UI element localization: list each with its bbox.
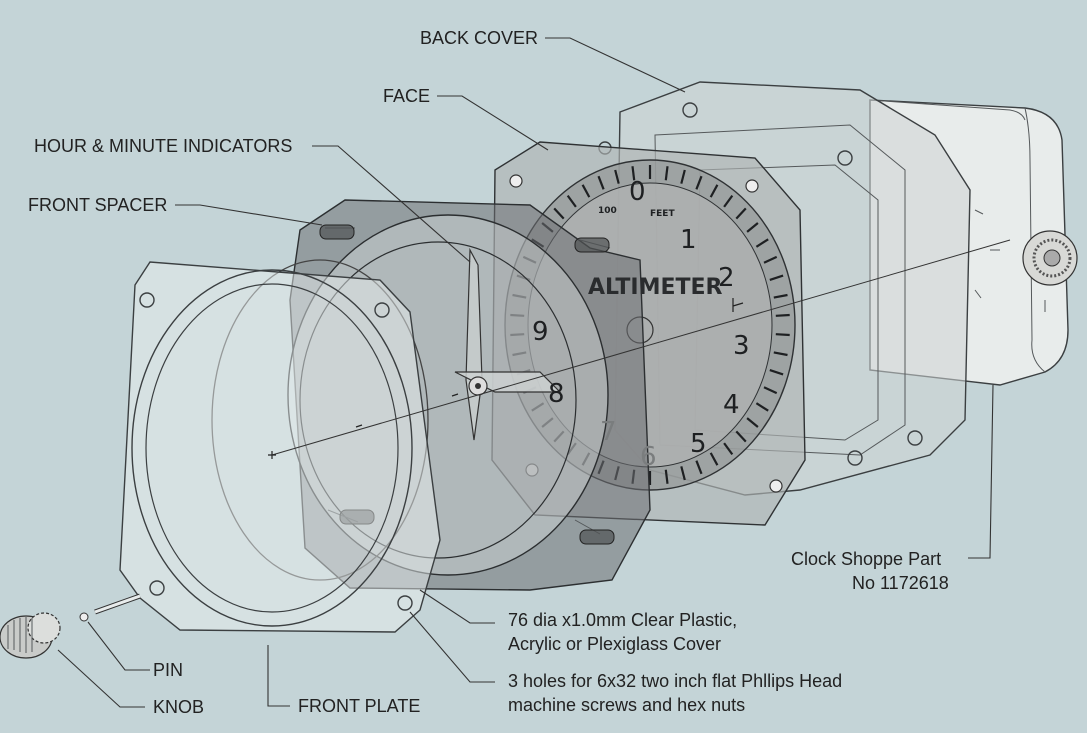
dial-tick (775, 313, 790, 317)
dial-numeral-0: 0 (629, 177, 646, 207)
dial-tick (773, 293, 788, 299)
movement-gear (1022, 230, 1078, 286)
dial-unit-right: FEET (650, 209, 675, 219)
label-holes-spec: 3 holes for 6x32 two inch flat Phllips H… (508, 669, 842, 717)
label-knob: KNOB (153, 697, 205, 717)
label-cover-spec: 76 dia x1.0mm Clear Plastic, Acrylic or … (508, 608, 737, 656)
dial-tick (755, 238, 769, 248)
label-hour-minute-indicators: HOUR & MINUTE INDICATORS (34, 136, 293, 156)
dial-numeral-9: 9 (532, 317, 549, 347)
dial-tick (763, 386, 778, 395)
dial-tick (723, 442, 734, 456)
dial-unit-left: 100 (598, 206, 617, 216)
dial-tick (755, 402, 769, 412)
dial-tick (680, 169, 686, 184)
dial-tick (695, 460, 703, 475)
dial-tick (566, 194, 577, 208)
dial-tick (723, 194, 734, 208)
leader-lines (57, 37, 994, 708)
dial-numeral-4: 4 (723, 390, 740, 420)
dial-numeral-5: 5 (690, 429, 707, 459)
dial-tick (664, 166, 669, 181)
label-front-spacer: FRONT SPACER (28, 195, 168, 215)
dial-tick (763, 255, 778, 264)
label-part-line1: Clock Shoppe Part (791, 549, 942, 569)
dial-tick (709, 452, 719, 466)
dial-numeral-3: 3 (733, 331, 750, 361)
label-pin: PIN (153, 660, 184, 680)
label-face: FACE (383, 86, 431, 106)
label-cover-line2: Acrylic or Plexiglass Cover (508, 634, 722, 654)
label-front-plate: FRONT PLATE (298, 696, 421, 716)
dial-numeral-1: 1 (680, 225, 697, 255)
front-plate (119, 261, 441, 633)
label-part-line2: No 1172618 (852, 573, 949, 593)
dial-tick (746, 417, 759, 428)
dial-tick (631, 166, 636, 181)
dial-tick (597, 175, 605, 190)
dial-numeral-7: 7 (600, 417, 617, 447)
dial-tick (695, 175, 703, 190)
dial-tick (553, 207, 565, 220)
dial-tick (769, 274, 784, 281)
dial-numeral-8: 8 (548, 379, 565, 409)
knob (0, 612, 61, 659)
label-cover-line1: 76 dia x1.0mm Clear Plastic, (508, 610, 738, 630)
hour-minute-hands (454, 247, 562, 441)
dial-tick (773, 351, 788, 357)
dial-numeral-2: 2 (718, 263, 735, 293)
label-holes-line1: 3 holes for 6x32 two inch flat Phllips H… (508, 671, 843, 691)
assembly-axis (271, 239, 1011, 456)
dial-numeral-6: 6 (640, 442, 657, 472)
dial-tick (581, 184, 591, 198)
dial-title: ALTIMETER (588, 275, 723, 300)
dial-tick (614, 169, 620, 184)
dial-tick (769, 369, 784, 376)
dial-tick (775, 333, 790, 337)
label-holes-line2: machine screws and hex nuts (508, 695, 746, 715)
dial-tick (746, 222, 759, 233)
dial-tick (735, 430, 747, 443)
dial-tick (680, 466, 686, 481)
label-back-cover: BACK COVER (420, 28, 539, 48)
label-part-number: Clock Shoppe Part No 1172618 (791, 547, 949, 595)
pin (79, 593, 141, 622)
dial-tick (735, 207, 747, 220)
dial-tick (709, 184, 719, 198)
dial-tick (664, 469, 669, 484)
